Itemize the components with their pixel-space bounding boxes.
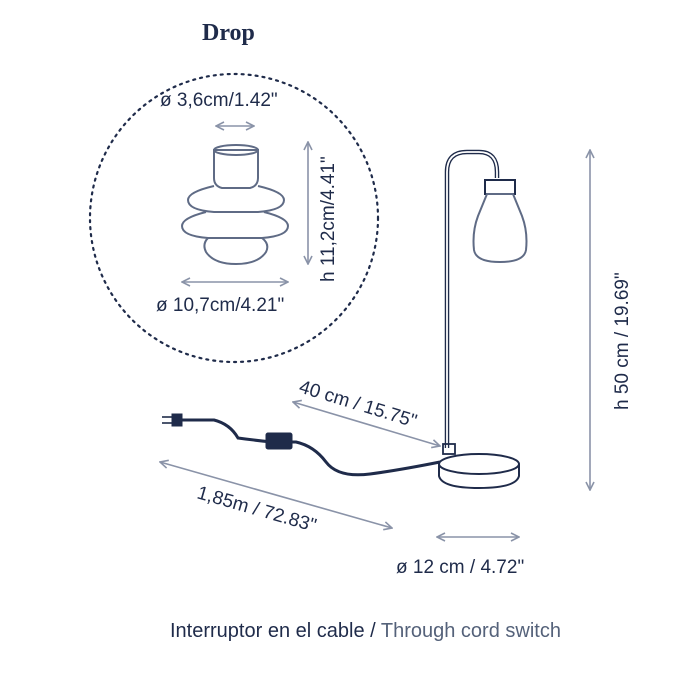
- shade-detail-drawing: [180, 144, 290, 266]
- cable-length-label: 1,85m / 72.83": [195, 483, 319, 537]
- switch-note-es: Interruptor en el cable: [170, 620, 365, 642]
- base-diameter-label: ø 12 cm / 4.72": [396, 557, 524, 578]
- lamp-height-label: h 50 cm / 19.69": [612, 272, 633, 410]
- shade-top-diameter-label: ø 3,6cm/1.42": [160, 90, 278, 111]
- lamp-depth-label: 40 cm / 15.75": [297, 377, 420, 433]
- switch-note: Interruptor en el cable / Through cord s…: [170, 620, 561, 643]
- lamp-dimension-arrows: [160, 150, 590, 537]
- plug: [171, 413, 183, 427]
- shade-detail-circle: [88, 72, 380, 364]
- shade-height-label: h 11,2cm/4.41": [318, 156, 339, 282]
- shade-dimension-arrows: [182, 126, 308, 282]
- shade-bottom-diameter-label: ø 10,7cm/4.21": [156, 295, 284, 316]
- cord-switch: [265, 432, 293, 450]
- lamp-depth-arrow: [293, 402, 440, 446]
- switch-note-separator: /: [364, 620, 381, 642]
- table-lamp-drawing: [438, 149, 528, 490]
- product-title: Drop: [202, 20, 255, 46]
- cable-length-arrow: [160, 462, 392, 528]
- switch-note-en: Through cord switch: [380, 620, 561, 642]
